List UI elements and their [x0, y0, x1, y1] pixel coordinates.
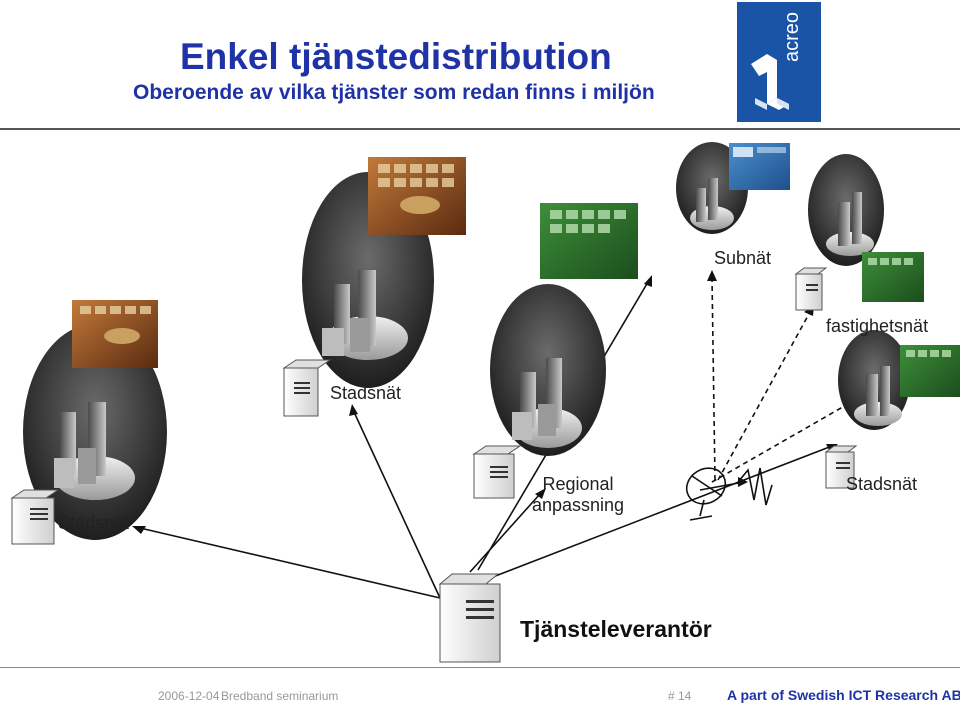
header-divider	[0, 128, 960, 130]
label-fastighetsnat: fastighetsnät	[826, 316, 929, 336]
service-screen-green-right	[862, 252, 924, 302]
label-regional-line2: anpassning	[531, 495, 625, 515]
label-stadsnat-top: Stadsnät	[330, 383, 402, 403]
city-cloud-center	[490, 284, 606, 456]
service-screen-green-lower-right	[900, 345, 960, 397]
label-regional-line1: Regional	[542, 474, 614, 494]
service-screen-blue	[729, 143, 790, 190]
label-provider: Tjänsteleverantör	[520, 616, 712, 642]
label-subnat: Subnät	[714, 248, 772, 268]
wireless-dashed-lines	[711, 277, 856, 483]
city-cloud-building	[808, 154, 884, 266]
footer-company: A part of Swedish ICT Research AB	[727, 687, 960, 703]
footer-date: 2006-12-04	[158, 689, 220, 703]
acreo-logo: acreo	[737, 2, 821, 122]
footer-divider	[0, 667, 960, 668]
service-screen-green-center	[540, 203, 638, 279]
footer-event: Bredband seminarium	[221, 689, 339, 703]
label-stadsnat-right: Stadsnät	[846, 474, 918, 494]
server-icon-regional	[472, 445, 522, 499]
server-icon-provider	[438, 573, 501, 663]
city-cloud-right	[838, 330, 910, 430]
label-regional: Regional anpassning	[520, 474, 636, 516]
page-subtitle: Oberoende av vilka tjänster som redan fi…	[133, 81, 655, 104]
satellite-dish-icon	[685, 467, 727, 521]
service-screen-top	[368, 157, 466, 235]
page-title: Enkel tjänstedistribution	[180, 36, 612, 77]
service-screen-left	[72, 300, 158, 368]
server-icon-stadsnat-right	[824, 445, 858, 489]
server-icon-subnat	[794, 267, 828, 311]
city-cloud-left	[23, 324, 167, 540]
acreo-logo-mark	[751, 54, 789, 110]
server-icon-stadsnat-top	[282, 359, 332, 417]
connection-lines	[139, 281, 833, 599]
label-stadsnat-left: Stadsnät	[58, 513, 130, 533]
server-icon-stadsnat-left	[10, 489, 60, 545]
footer-page-number: # 14	[668, 689, 692, 703]
